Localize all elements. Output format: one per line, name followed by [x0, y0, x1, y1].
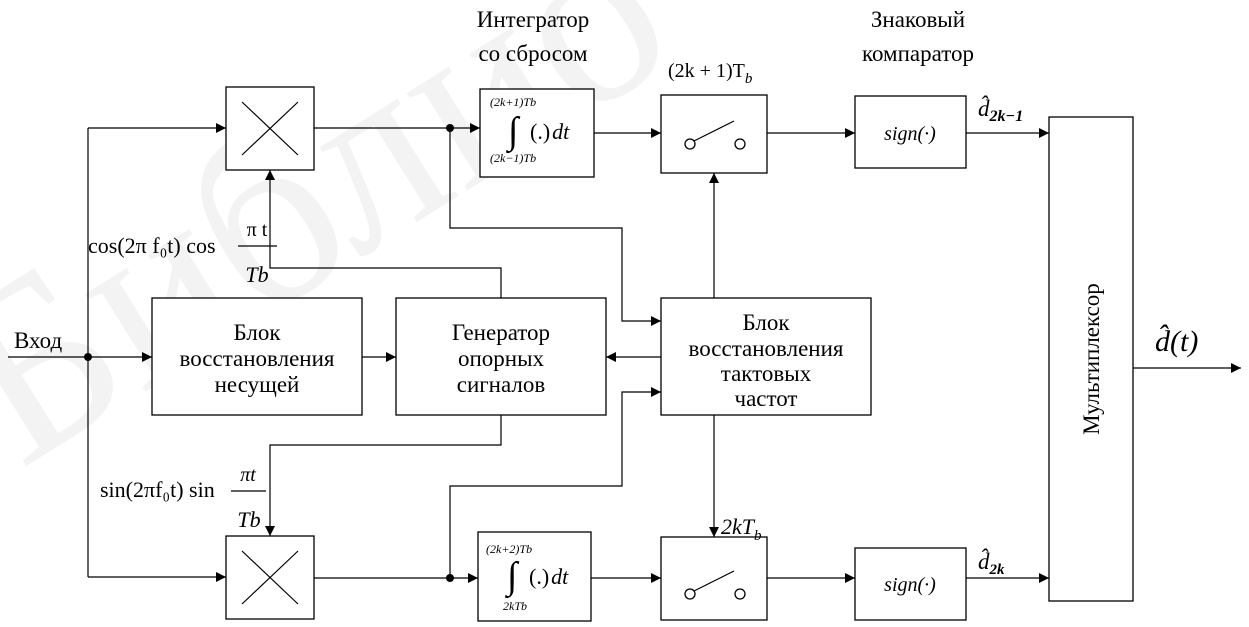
multiplexer-block: Мультиплексор	[1048, 116, 1134, 602]
integrator-bottom: (2k+2)Tb ∫ (.)dt 2kTb	[477, 531, 592, 622]
multiplexer-label: Мультиплексор	[1079, 283, 1104, 435]
sample-time-bottom: 2kT	[721, 514, 756, 539]
integrator-bottom-upper-limit: (2k+2)Tb	[486, 542, 532, 556]
watermark: Библио	[0, 0, 712, 517]
output-even-label: d̂	[978, 547, 990, 574]
carrier-recovery-label-1: Блок	[233, 320, 281, 345]
sin-reference-formula: sin(2πf₀t) sin πt Tb	[100, 464, 266, 532]
sign-comparator-bottom: sign(·)	[854, 547, 967, 621]
integrator-top-differential: dt	[552, 119, 570, 144]
integrator-title-2: со сбросом	[478, 41, 587, 66]
sign-comparator-top: sign(·)	[854, 95, 967, 169]
output-odd-label: d̂	[978, 94, 990, 121]
carrier-recovery-block: Блок восстановления несущей	[151, 297, 363, 416]
integrator-bottom-integrand: (.)	[529, 564, 549, 589]
svg-text:(2k + 1)Tb: (2k + 1)Tb	[668, 60, 753, 87]
output-odd-sub: 2k−1	[989, 108, 1024, 125]
comparator-title-1: Знаковый	[871, 7, 965, 32]
cos-reference-formula: cos(2π f₀t) cos π t Tb	[88, 219, 277, 287]
integral-sign-icon: ∫	[506, 110, 521, 154]
generator-label-3: сигналов	[457, 372, 546, 397]
output-signal-label: d̂(t)	[1155, 324, 1198, 358]
carrier-recovery-label-2: восстановления	[180, 346, 335, 371]
integrator-top: (2k+1)Tb ∫ (.)dt (2k−1)Tb	[479, 88, 595, 178]
svg-text:(.)dt: (.)dt	[529, 564, 569, 589]
svg-text:2kTb: 2kTb	[721, 514, 762, 544]
sample-time-bottom-sub: b	[754, 528, 762, 544]
carrier-recovery-label-3: несущей	[215, 372, 300, 397]
clock-recovery-block: Блок восстановления тактовых частот	[660, 297, 872, 416]
multiplier-bottom	[225, 535, 315, 620]
cos-formula-text: cos(2π f₀t) cos	[88, 233, 216, 258]
reference-generator-block: Генератор опорных сигналов	[395, 297, 607, 416]
integrator-bottom-lower-limit: 2kTb	[503, 599, 527, 613]
integrator-bottom-differential: dt	[551, 564, 569, 589]
sin-denominator: Tb	[237, 507, 260, 532]
integrator-top-upper-limit: (2k+1)Tb	[490, 95, 536, 109]
cos-numerator: π t	[247, 219, 268, 241]
sin-formula-text: sin(2πf₀t) sin	[100, 477, 215, 502]
svg-text:d̂2k: d̂2k	[978, 547, 1005, 578]
sin-numerator: πt	[240, 464, 256, 486]
clock-recovery-label-1: Блок	[742, 310, 790, 335]
sample-time-top-sub: b	[745, 71, 753, 87]
comparator-title-2: компаратор	[862, 41, 974, 66]
multiplier-top	[225, 86, 315, 171]
integrator-top-lower-limit: (2k−1)Tb	[490, 151, 536, 165]
integral-sign-icon: ∫	[505, 555, 520, 599]
generator-label-1: Генератор	[452, 320, 550, 345]
output-even-sub: 2k	[989, 562, 1006, 578]
switch-bottom	[660, 536, 768, 621]
input-label: Вход	[14, 328, 62, 353]
generator-label-2: опорных	[458, 346, 545, 371]
clock-recovery-label-2: восстановления	[689, 336, 844, 361]
clock-recovery-label-3: тактовых	[721, 361, 812, 386]
switch-top	[660, 94, 768, 174]
svg-text:d̂2k−1: d̂2k−1	[978, 94, 1023, 125]
svg-text:(.)dt: (.)dt	[530, 119, 570, 144]
integrator-top-integrand: (.)	[530, 119, 550, 144]
sign-function-bottom: sign(·)	[884, 574, 936, 596]
sign-function-top: sign(·)	[884, 123, 936, 145]
sample-time-top: (2k + 1)T	[668, 60, 745, 82]
clock-recovery-label-4: частот	[735, 386, 798, 411]
integrator-title-1: Интегратор	[477, 7, 589, 32]
signal-wires	[8, 123, 1241, 583]
cos-denominator: Tb	[245, 262, 268, 287]
